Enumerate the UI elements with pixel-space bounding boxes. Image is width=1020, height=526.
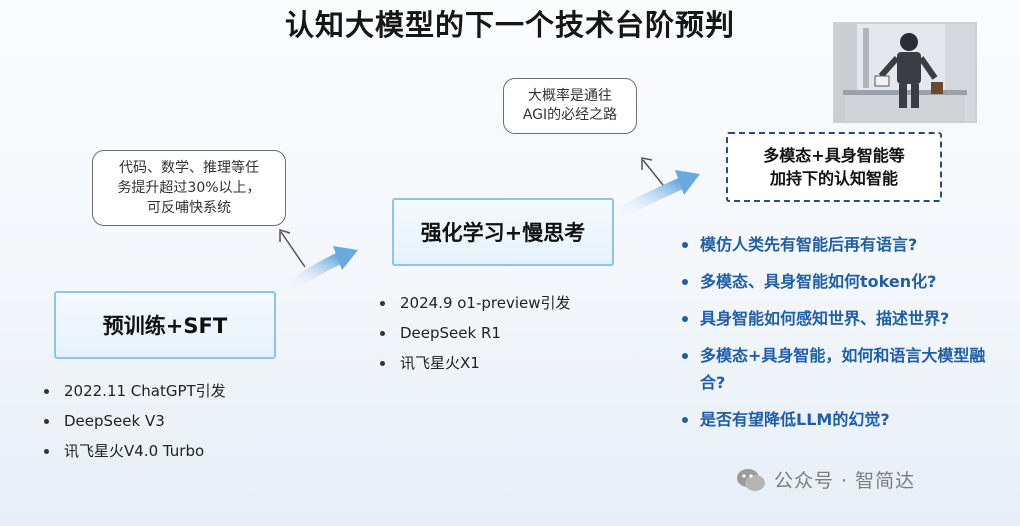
bullet-dot	[44, 389, 49, 394]
list-item: 讯飞星火X1	[374, 348, 571, 378]
bullet-dot	[380, 361, 385, 366]
question-item: 是否有望降低LLM的幻觉?	[676, 406, 1016, 433]
open-questions-list: 模仿人类先有智能后再有语言? 多模态、具身智能如何token化? 具身智能如何感…	[676, 231, 1016, 443]
callout-line: 大概率是通往	[528, 88, 612, 104]
bullet-dot	[682, 242, 688, 248]
list-item-text: 2022.11 ChatGPT引发	[64, 382, 226, 400]
question-text: 模仿人类先有智能后再有语言?	[700, 235, 918, 254]
callout-line: AGI的必经之路	[522, 107, 618, 123]
callout-stage1: 代码、数学、推理等任 务提升超过30%以上， 可反哺快系统	[92, 150, 286, 226]
list-item: 2022.11 ChatGPT引发	[38, 376, 226, 406]
bullet-dot	[380, 301, 385, 306]
callout-line: 代码、数学、推理等任	[119, 160, 259, 176]
bullet-dot	[380, 331, 385, 336]
bullet-dot	[44, 419, 49, 424]
stage-label-line: 加持下的认知智能	[769, 169, 898, 188]
stage-label: 强化学习+慢思考	[420, 221, 586, 245]
list-item: 讯飞星火V4.0 Turbo	[38, 436, 226, 466]
bullet-dot	[682, 417, 688, 423]
stage2-bullet-list: 2024.9 o1-preview引发 DeepSeek R1 讯飞星火X1	[374, 288, 571, 378]
list-item-text: DeepSeek R1	[400, 324, 501, 342]
question-item: 多模态、具身智能如何token化?	[676, 268, 1016, 295]
list-item: 2024.9 o1-preview引发	[374, 288, 571, 318]
pointer-arrow-callout1	[279, 228, 306, 268]
list-item-text: 2024.9 o1-preview引发	[400, 294, 571, 312]
watermark: 公众号 · 智简达	[736, 466, 915, 493]
robot-illustration	[835, 24, 975, 121]
question-item: 多模态+具身智能，如何和语言大模型融合?	[676, 342, 1000, 396]
pointer-arrow-callout2	[641, 157, 664, 186]
callout-stage2: 大概率是通往 AGI的必经之路	[503, 78, 637, 134]
question-item: 具身智能如何感知世界、描述世界?	[676, 305, 1016, 332]
question-text: 具身智能如何感知世界、描述世界?	[700, 309, 950, 328]
list-item: DeepSeek V3	[38, 406, 226, 436]
humanoid-robot-photo	[833, 22, 977, 123]
stage-label: 预训练+SFT	[102, 314, 228, 338]
watermark-text: 公众号 · 智简达	[774, 470, 916, 492]
question-text: 多模态、具身智能如何token化?	[700, 272, 937, 291]
wechat-icon	[737, 468, 765, 491]
stage-rl-slow-thinking: 强化学习+慢思考	[392, 198, 614, 266]
stage1-bullet-list: 2022.11 ChatGPT引发 DeepSeek V3 讯飞星火V4.0 T…	[38, 376, 226, 466]
callout-line: 可反哺快系统	[147, 200, 231, 216]
bullet-dot	[682, 279, 688, 285]
slide-title: 认知大模型的下一个技术台阶预判	[284, 8, 735, 42]
arrow-stage1-to-stage2	[290, 246, 358, 289]
list-item-text: 讯飞星火X1	[400, 354, 480, 372]
question-text: 多模态+具身智能，如何和语言大模型融合?	[700, 346, 986, 392]
question-text: 是否有望降低LLM的幻觉?	[700, 410, 890, 429]
bullet-dot	[44, 449, 49, 454]
list-item-text: DeepSeek V3	[64, 412, 165, 430]
bullet-dot	[682, 316, 688, 322]
list-item-text: 讯飞星火V4.0 Turbo	[64, 442, 205, 460]
stage-multimodal-embodied: 多模态+具身智能等 加持下的认知智能	[726, 132, 942, 202]
stage-pretraining-sft: 预训练+SFT	[54, 291, 276, 359]
stage-label-line: 多模态+具身智能等	[763, 146, 905, 165]
list-item: DeepSeek R1	[374, 318, 571, 348]
callout-line: 务提升超过30%以上，	[117, 180, 261, 196]
bullet-dot	[682, 353, 688, 359]
question-item: 模仿人类先有智能后再有语言?	[676, 231, 1016, 258]
arrow-stage2-to-stage3	[619, 170, 700, 216]
